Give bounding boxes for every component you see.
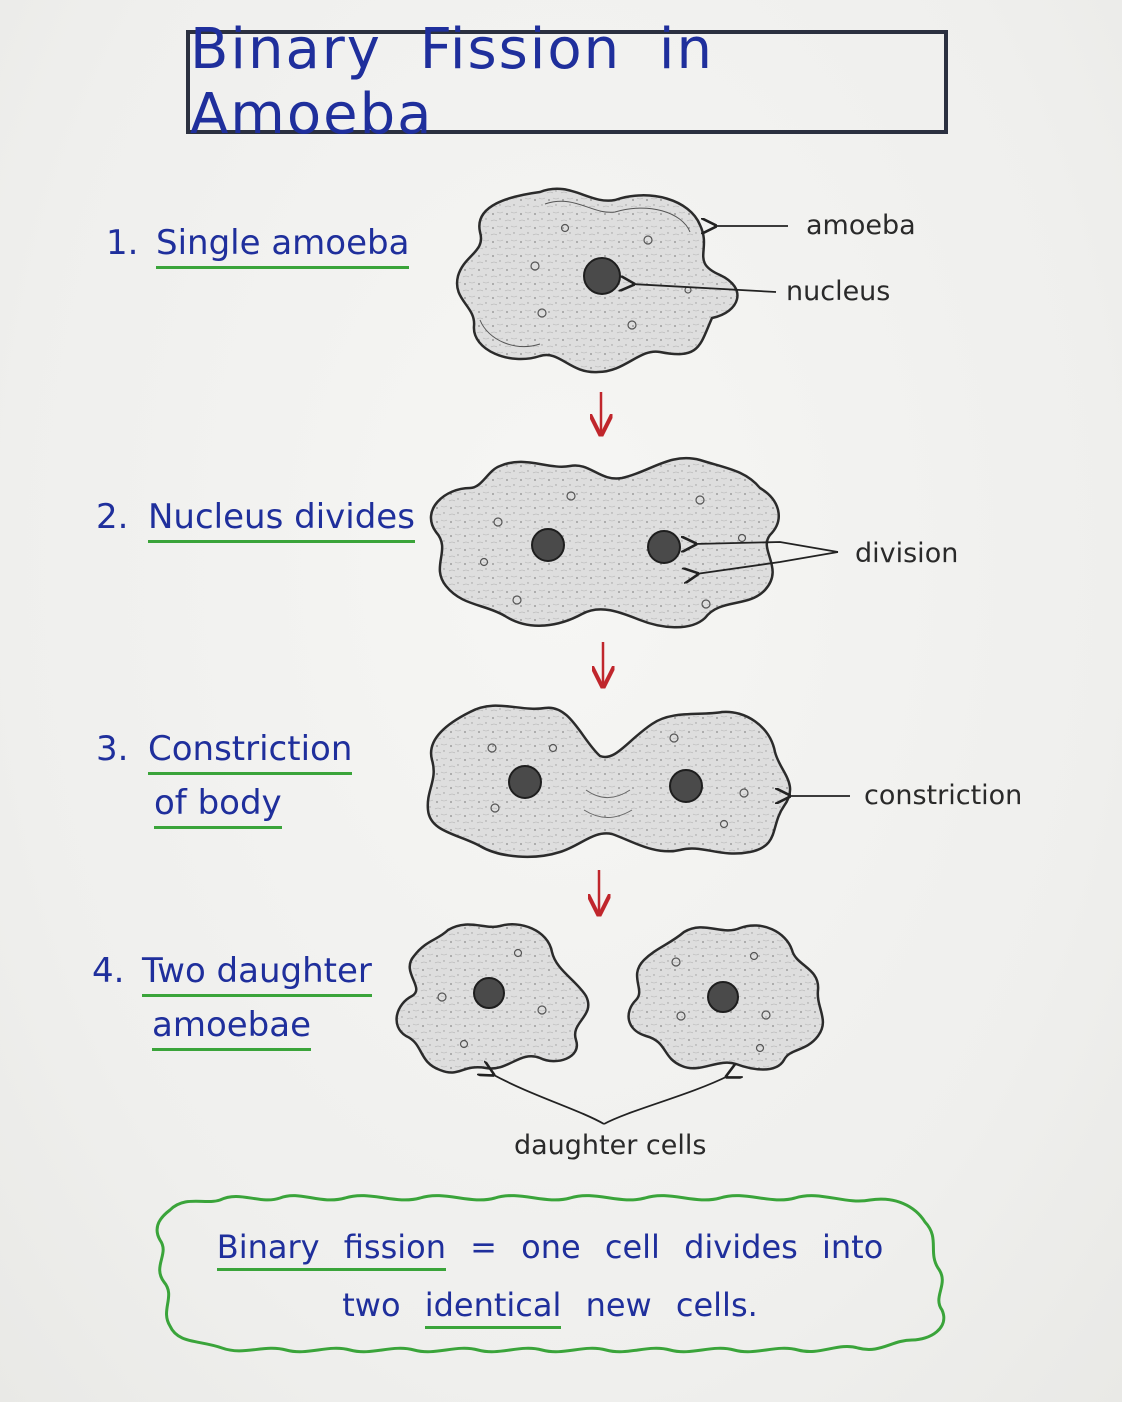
summary-term: Binary fission [216,1228,446,1271]
daughter-cells-label: daughter cells [514,1130,707,1161]
division-pointer-upper [694,542,839,553]
constriction-label: constriction [864,780,1023,811]
step-2-line-1: Nucleus divides [148,500,415,543]
step-2-number: 2. [96,497,129,537]
summary-identical: identical [424,1286,562,1329]
daughter-amoeba-left [395,923,590,1074]
daughter-pointer-right [603,1076,728,1125]
step-2-caption: 2. Nucleus divides [96,500,416,560]
dividing-amoeba [429,456,780,629]
summary-cloud [155,1194,946,1354]
summary-two: two [342,1286,401,1324]
amoeba-body-constricted [426,704,792,859]
summary-box: Binary fission = one cell divides into t… [150,1196,950,1346]
step-4-number: 4. [92,951,125,991]
division-pointer-lower [696,551,839,574]
step-3-line-2: of body [154,786,282,829]
summary-text: Binary fission = one cell divides into t… [150,1196,950,1334]
step-4-line-1: Two daughter [142,954,372,997]
summary-line-1-rest: one cell divides into [521,1228,884,1266]
daughter-amoeba-right [627,924,825,1071]
nucleus-label: nucleus [786,276,891,307]
amoeba-body-elongated [429,456,780,629]
summary-line-1: Binary fission = one cell divides into [150,1218,950,1276]
amoeba-label: amoeba [806,210,916,241]
title-box: Binary Fission in Amoeba [186,17,948,147]
step-1-line-1: Single amoeba [156,226,410,269]
daughter-pointer-left [492,1074,605,1125]
nucleus-shape [583,257,621,295]
single-amoeba [455,187,739,374]
summary-line-2: two identical new cells. [150,1276,950,1334]
step-3-caption: 3. Constriction of body [96,732,396,842]
page-title: Binary Fission in Amoeba [190,17,714,147]
division-label: division [855,538,959,569]
step-1-caption: 1. Single amoeba [106,223,410,286]
constricting-amoeba [426,704,792,859]
step-1-number: 1. [106,223,139,263]
summary-equals: = [470,1228,497,1266]
summary-new-cells: new cells. [585,1286,758,1324]
step-4-caption: 4. Two daughter amoebae [92,954,392,1064]
step-3-line-1: Constriction [148,732,353,775]
nucleus-pointer [632,284,777,293]
step-3-number: 3. [96,729,129,769]
step-4-line-2: amoebae [152,1008,312,1051]
